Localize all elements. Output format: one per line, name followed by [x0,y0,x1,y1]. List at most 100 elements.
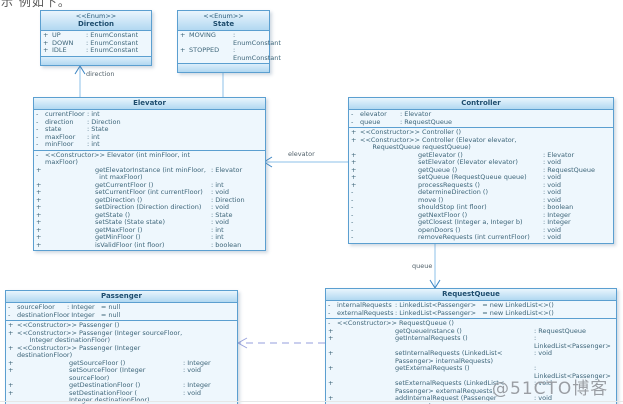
attribute-name: IDLE [52,46,67,54]
method-type: : void [543,180,562,189]
method-type: : boolean [211,240,242,249]
attribute-type: : State [87,125,109,133]
attribute-type: : LinkedList<Passenger> = new LinkedList… [395,301,554,309]
method-type: : LinkedList<Passenger> [534,364,611,380]
method-type: : boolean [543,203,574,211]
visibility-sign: + [8,366,14,374]
method-name: addInternalRequest (Passenger passenger) [395,394,497,404]
watermark: @51CTO博客 [492,379,609,399]
visibility-sign: + [8,328,14,337]
class-box-passenger: Passenger -sourceFloor: Integer = null-d… [5,290,238,404]
method-row: +getExternalRequests (): LinkedList<Pass… [328,364,614,380]
method-type: : void [534,379,553,387]
attribute-row: +DOWN: EnumConstant [43,38,149,48]
attribute-row: -elevator: Elevator [351,110,611,119]
method-type: : int [211,180,224,189]
method-type: : void [543,173,562,181]
visibility-sign: + [43,31,49,39]
method-name: getClosest (Integer a, Integer b) [418,218,523,226]
method-row: +getDestinationFloor (): Integer [8,381,235,390]
method-row: +setExternalRequests (LinkedList< Passen… [328,379,614,395]
visibility-sign: - [328,319,331,327]
visibility-sign: + [351,128,357,136]
method-type: : Elevator [543,150,575,159]
method-row: +<<Constructor>> Passenger (Integer sour… [8,328,235,345]
class-name: State [212,20,235,28]
association-label-elevator: elevator [288,150,315,158]
attribute-name: minFloor [45,140,74,148]
visibility-sign: + [328,326,334,335]
method-type: : void [543,158,562,166]
visibility-sign: - [351,233,354,241]
class-name: RequestQueue [442,290,500,298]
visibility-sign: - [351,225,354,234]
visibility-sign: + [328,379,334,387]
attribute-row: -destinationFloor: Integer = null [8,310,235,320]
visibility-sign: + [351,173,357,181]
class-name: Direction [77,20,115,28]
visibility-sign: - [351,188,354,196]
class-header: Passenger [6,291,237,303]
attribute-row: -internalRequests: LinkedList<Passenger>… [328,301,614,310]
method-row: -move (): void [351,195,611,205]
method-type: : void [543,195,562,204]
method-name: setElevator (Elevator elevator) [418,158,518,166]
method-row: +getSourceFloor (): Integer [8,358,235,368]
method-row: +setCurrentFloor (int currentFloor): voi… [36,188,263,197]
visibility-sign: + [180,46,186,54]
attribute-row: -externalRequests: LinkedList<Passenger>… [328,309,614,318]
method-type: : LinkedList<Passenger> [534,334,611,350]
visibility-sign: + [36,195,42,204]
method-type [543,129,611,137]
attribute-type: : RequestQueue [400,117,453,126]
attribute-name: direction [45,117,74,126]
visibility-sign: + [351,135,357,144]
method-row: +isValidFloor (int floor): boolean [36,240,263,250]
method-name: <<Constructor>> Controller () [360,128,462,136]
visibility-sign: + [36,233,42,241]
class-header: Elevator [34,98,265,110]
visibility-sign: - [36,132,39,141]
method-row: +setInternalRequests (LinkedList< Passen… [328,349,614,365]
attribute-name: internalRequests [337,301,392,309]
method-row: -shouldStop (int floor): boolean [351,203,611,212]
visibility-sign: + [8,381,14,389]
attribute-row: -direction: Direction [36,117,263,127]
class-header: Controller [349,98,613,110]
method-name: <<Constructor>> Passenger (Integer desti… [17,343,143,359]
method-type [543,137,611,152]
bottom-divider [0,401,623,402]
method-type: : void [534,349,553,357]
attribute-name: UP [52,31,61,39]
class-name: Elevator [133,99,166,107]
attribute-row: -currentFloor: int [36,110,263,119]
method-name: setInternalRequests (LinkedList< Passeng… [395,349,503,365]
method-name: getQueueInstance () [395,326,462,335]
method-name: getSourceFloor () [69,358,126,367]
method-row: +<<Constructor>> Controller (Elevator el… [351,135,611,152]
class-box-requestqueue: RequestQueue -internalRequests: LinkedLi… [325,288,617,404]
class-header: <<Enum>> State [178,11,269,31]
visibility-sign: - [8,310,11,319]
method-name: <<Constructor>> Controller (Elevator ele… [360,135,517,151]
attribute-row: +UP: EnumConstant [43,31,149,40]
visibility-sign: - [351,117,354,126]
attribute-row: +MOVING: EnumConstant [180,31,281,47]
visibility-sign: + [36,210,42,219]
attribute-name: DOWN [52,38,74,47]
visibility-sign: - [351,218,354,226]
method-type: : RequestQueue [543,165,596,174]
visibility-sign: + [351,165,357,174]
method-name: determineDirection () [418,188,488,196]
attribute-row: -maxFloor: int [36,132,263,142]
method-row: +getState (): State [36,210,263,220]
visibility-sign: - [36,110,39,118]
class-header: RequestQueue [326,289,616,301]
attribute-type: : Integer = null [67,310,121,319]
method-row: +processRequests (): void [351,180,611,190]
methods-compartment [178,64,269,72]
visibility-sign: - [8,303,11,311]
method-type: : Direction [211,195,245,204]
visibility-sign: + [36,180,42,189]
method-row: +getElevator (): Elevator [351,150,611,160]
